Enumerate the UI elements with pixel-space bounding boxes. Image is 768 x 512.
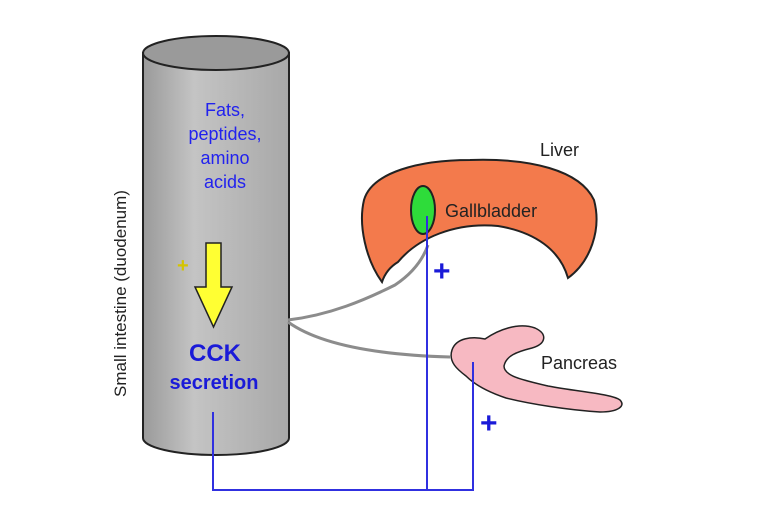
secretion-label: secretion — [169, 372, 259, 394]
connecting-strands — [287, 244, 451, 359]
cck-signal-pathway — [212, 216, 474, 491]
pancreas-shape — [450, 325, 623, 413]
liver-label: Liver — [540, 140, 580, 160]
gallbladder-shape — [410, 185, 436, 235]
gallbladder-plus-sign: + — [433, 255, 451, 288]
contents-line: Fats, — [204, 100, 245, 120]
contents-line: acids — [203, 172, 247, 192]
intestine-contents-label: Fats, peptides, amino acids — [165, 98, 285, 194]
pancreas-label: Pancreas — [541, 353, 618, 373]
intestine-label: Small intestine (duodenum) — [111, 190, 130, 397]
gallbladder-label: Gallbladder — [445, 201, 538, 221]
pancreas-plus-sign: + — [480, 407, 498, 440]
contents-line: peptides, — [188, 124, 262, 144]
strand-to-pancreas — [287, 320, 451, 359]
stimulus-arrow — [193, 242, 234, 329]
cck-label: CCK — [189, 340, 241, 367]
strand-to-liver — [287, 244, 430, 322]
contents-line: amino — [200, 148, 250, 168]
stimulus-plus-label: + — [177, 255, 189, 277]
